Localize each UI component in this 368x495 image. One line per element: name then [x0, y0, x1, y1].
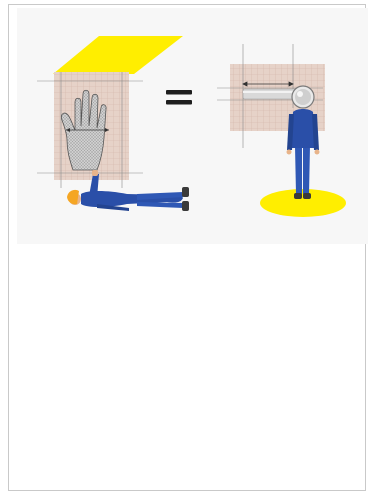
illustration	[17, 8, 368, 244]
yellow-parallelogram	[53, 36, 183, 74]
equals-icon	[166, 90, 192, 105]
illustration-svg	[17, 8, 368, 244]
worker-standing-icon	[287, 109, 320, 199]
